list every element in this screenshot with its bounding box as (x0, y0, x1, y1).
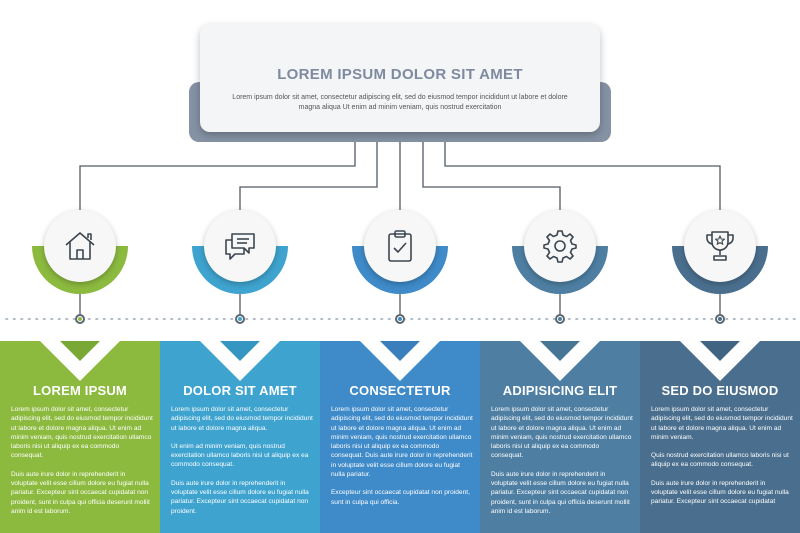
step-icon-circle-2 (204, 210, 276, 282)
column-arrow (220, 341, 260, 361)
connector-line-1 (79, 142, 356, 210)
connector-line-5 (444, 142, 721, 210)
step-icon-circle-5 (684, 210, 756, 282)
step-column-2: DOLOR SIT AMET Lorem ipsum dolor sit amet… (160, 341, 320, 533)
step-icon-circle-3 (364, 210, 436, 282)
step-paragraph: Duis aute irure dolor in reprehenderit i… (491, 470, 630, 515)
step-paragraph: Quis nostrud exercitation ullamco labori… (651, 452, 789, 469)
diagram-title: LOREM IPSUM DOLOR SIT AMET (277, 66, 523, 83)
connector-line-2 (239, 142, 378, 210)
connector-line-4 (422, 142, 561, 210)
step-description: Lorem ipsum dolor sit amet, consectetur … (11, 405, 153, 525)
column-arrow (540, 341, 580, 361)
header-card: LOREM IPSUM DOLOR SIT AMET Lorem ipsum d… (200, 24, 600, 132)
step-paragraph: Lorem ipsum dolor sit amet, consectetur … (651, 406, 793, 441)
column-arrow (60, 341, 100, 361)
diagram-description: Lorem ipsum dolor sit amet, consectetur … (232, 94, 568, 111)
step-title: SED DO EIUSMOD (661, 383, 779, 398)
chat-bubbles-icon (222, 228, 258, 264)
timeline-node-1 (75, 314, 85, 324)
step-description: Lorem ipsum dolor sit amet, consectetur … (491, 405, 633, 525)
step-column-1: LOREM IPSUM Lorem ipsum dolor sit amet, c… (0, 341, 160, 533)
column-arrow (380, 341, 420, 361)
step-column-4: ADIPISICING ELIT Lorem ipsum dolor sit am… (480, 341, 640, 533)
step-paragraph: Lorem ipsum dolor sit amet, consectetur … (11, 406, 153, 460)
step-paragraph: Lorem ipsum dolor sit amet, consectetur … (171, 406, 313, 432)
step-column-3: CONSECTETUR Lorem ipsum dolor sit amet, c… (320, 341, 480, 533)
step-paragraph: Duis aute irure dolor in reprehenderit i… (651, 479, 789, 506)
step-title: DOLOR SIT AMET (183, 383, 297, 398)
step-title: LOREM IPSUM (33, 383, 127, 398)
gear-icon (542, 228, 578, 264)
trophy-icon (702, 228, 738, 264)
timeline-node-5 (715, 314, 725, 324)
step-description: Lorem ipsum dolor sit amet, consectetur … (171, 405, 313, 525)
step-paragraph: Duis aute irure dolor in reprehenderit i… (171, 479, 309, 515)
step-paragraph: Lorem ipsum dolor sit amet, consectetur … (491, 406, 633, 460)
step-title: CONSECTETUR (349, 383, 451, 398)
step-paragraph: Ut enim ad minim veniam, quis nostrud ex… (171, 442, 309, 469)
step-icon-circle-1 (44, 210, 116, 282)
column-arrow (700, 341, 740, 361)
home-icon (62, 228, 98, 264)
step-title: ADIPISICING ELIT (502, 383, 618, 398)
step-description: Lorem ipsum dolor sit amet, consectetur … (651, 405, 793, 516)
step-description: Lorem ipsum dolor sit amet, consectetur … (331, 405, 473, 516)
timeline-node-3 (395, 314, 405, 324)
step-paragraph: Duis aute irure dolor in reprehenderit i… (11, 470, 150, 515)
step-paragraph: Lorem ipsum dolor sit amet, consectetur … (331, 406, 473, 479)
timeline-node-4 (555, 314, 565, 324)
step-column-5: SED DO EIUSMOD Lorem ipsum dolor sit amet… (640, 341, 800, 533)
clipboard-check-icon (382, 228, 418, 264)
step-paragraph: Excepteur sint occaecat cupidatat non pr… (331, 489, 470, 506)
step-icon-circle-4 (524, 210, 596, 282)
timeline-node-2 (235, 314, 245, 324)
